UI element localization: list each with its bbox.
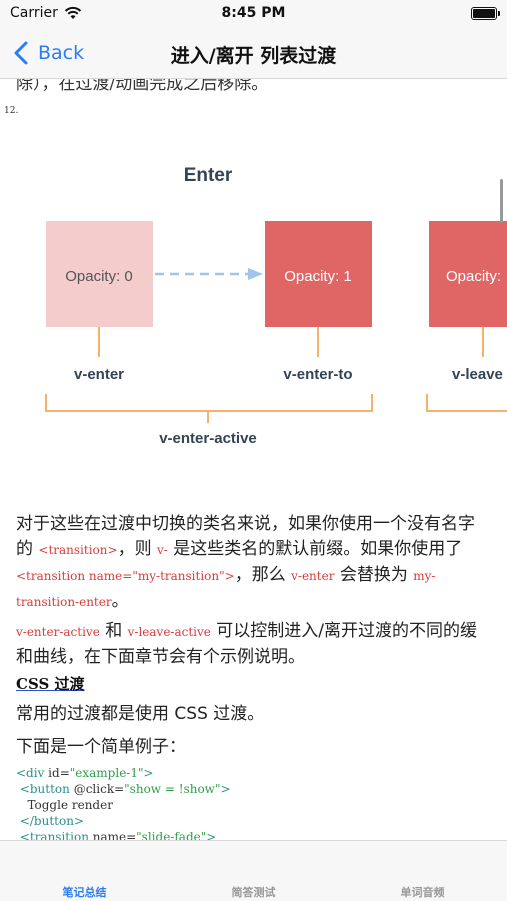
code-line: Toggle render: [16, 798, 113, 812]
label-v-enter-to: v-enter-to: [283, 366, 352, 383]
opacity-partial-box: [429, 221, 507, 327]
code-example: <div id="example-1"> <button @click="sho…: [16, 765, 231, 840]
clock: 8:45 PM: [221, 5, 286, 21]
inline-code: v-: [156, 543, 168, 557]
navigation-bar: Back 进入/离开 列表过渡: [0, 30, 507, 79]
tab-short-answer-test[interactable]: 简答测试: [231, 886, 276, 899]
paragraph-example-intro: 下面是一个简单例子：: [16, 737, 186, 757]
label-v-leave: v-leave: [452, 366, 503, 383]
code-line: <div id="example-1">: [16, 766, 154, 780]
paragraph-active-classes: v-enter-active 和 v-leave-active 可以控制进入/离…: [16, 621, 478, 667]
opacity-1-label: Opacity: 1: [284, 268, 352, 285]
tab-notes-summary[interactable]: 笔记总结: [62, 886, 107, 899]
back-button[interactable]: Back: [14, 40, 84, 66]
enter-transition-diagram: Enter Opacity: 0 Opacity: 1 Opacity: v-e…: [45, 165, 507, 447]
code-line: <button @click="show = !show">: [16, 782, 231, 796]
wifi-icon: [64, 6, 82, 19]
inline-code: my-transition-enter: [16, 569, 436, 609]
css-transition-heading[interactable]: CSS 过渡: [16, 675, 85, 693]
back-label: Back: [38, 42, 85, 64]
label-v-enter-active: v-enter-active: [159, 430, 257, 447]
chevron-left-icon: [14, 41, 28, 65]
code-line: <transition name="slide-fade">: [16, 830, 217, 840]
inline-code: <transition name="my-transition">: [16, 569, 235, 583]
diagram-scrollbar[interactable]: [500, 179, 503, 223]
arrow-head-icon: [248, 268, 263, 280]
opacity-partial-label: Opacity:: [446, 268, 501, 285]
tab-vocabulary-audio[interactable]: 单词音频: [400, 886, 445, 899]
truncated-text: 除），在过渡/动画完成之后移除。: [16, 79, 269, 94]
inline-code: <transition>: [38, 543, 118, 557]
footnote-number: 12.: [4, 106, 19, 116]
paragraph-css-transition: 常用的过渡都是使用 CSS 过渡。: [16, 704, 265, 724]
inline-code: v-enter: [291, 569, 335, 583]
battery-icon: [471, 7, 500, 20]
opacity-1-box: [265, 221, 372, 327]
opacity-0-label: Opacity: 0: [65, 268, 133, 285]
inline-code: v-enter-active: [16, 625, 100, 639]
leave-active-bracket: [426, 394, 507, 412]
page-title: 进入/离开 列表过渡: [170, 45, 337, 67]
content-area[interactable]: 除），在过渡/动画完成之后移除。 12. Enter Opacity: 0 Op…: [0, 79, 507, 840]
code-line: </button>: [16, 814, 84, 828]
status-bar: Carrier 8:45 PM: [0, 0, 507, 30]
label-v-enter: v-enter: [74, 366, 124, 383]
carrier-label: Carrier: [10, 5, 58, 21]
enter-active-bracket: [45, 394, 373, 423]
paragraph-class-prefix: 对于这些在过渡中切换的类名来说，如果你使用一个没有名字的 <transition…: [16, 514, 475, 611]
inline-code: v-leave-active: [127, 625, 211, 639]
diagram-title: Enter: [184, 165, 233, 186]
tab-bar: 笔记总结 简答测试 单词音频: [0, 840, 507, 901]
opacity-0-box: [46, 221, 153, 327]
